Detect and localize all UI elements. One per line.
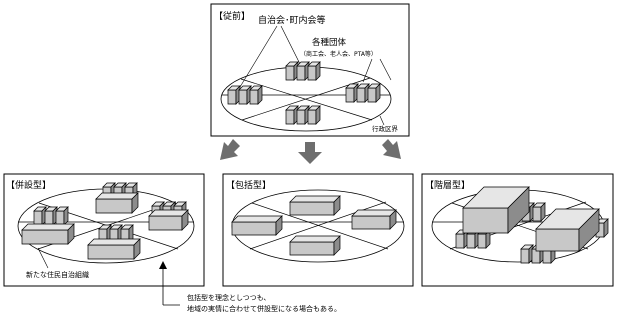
- leader-line: [239, 25, 278, 88]
- upper-org-block: [462, 186, 530, 234]
- panel-heisetsu: 【併設型】 新たな住民自治組織: [3, 173, 205, 287]
- transition-arrows: [220, 139, 401, 164]
- leader-line: [280, 25, 301, 65]
- leader-line: [379, 115, 385, 126]
- org-cluster: [286, 62, 320, 80]
- panel-hokatsu: 【包括型】: [222, 173, 414, 287]
- leader-line: [37, 247, 49, 269]
- leader-line: [362, 58, 373, 83]
- boundary-line: [251, 202, 389, 250]
- label-new-org: 新たな住民自治組織: [26, 270, 89, 279]
- org-slab: [351, 209, 397, 230]
- note-line-1: 包括型を理念としつつも、: [187, 293, 270, 302]
- org-slab: [289, 195, 341, 216]
- label-dantai: 各種団体: [312, 37, 347, 48]
- label-jichikai: 自治会･町内会等: [258, 14, 326, 26]
- org-cluster: [34, 207, 68, 225]
- org-cluster: [346, 84, 380, 102]
- new-org-slab: [148, 209, 189, 231]
- label-gyosei: 行政区界: [372, 124, 399, 133]
- panel-kaiso-title: 【階層型】: [425, 180, 470, 191]
- panel-before: 【従前】 自治会･町内会等 各種団体 （商工会、老人会、PTA等） 行政区界: [210, 3, 410, 137]
- note-connector: [159, 261, 180, 306]
- panel-kaiso: 【階層型】: [421, 173, 614, 287]
- arrow-to-heisetsu-icon: [220, 139, 240, 160]
- arrow-to-kaiso-icon: [382, 139, 401, 159]
- new-org-slab: [21, 223, 75, 245]
- org-cluster: [286, 106, 320, 124]
- org-slab: [231, 215, 283, 236]
- new-org-slab: [87, 238, 141, 260]
- org-cluster: [228, 86, 262, 104]
- panel-heisetsu-title: 【併設型】: [6, 179, 51, 191]
- boundary-line: [240, 78, 373, 121]
- note-line-2: 地域の実情に合わせて併設型になる場合もある。: [187, 304, 341, 313]
- leader-line: [379, 58, 392, 81]
- arrow-up-icon: [159, 261, 167, 269]
- org-slab: [289, 235, 341, 256]
- label-dantai-sub: （商工会、老人会、PTA等）: [300, 50, 377, 58]
- panel-hokatsu-title: 【包括型】: [226, 179, 271, 191]
- panel-before-title: 【従前】: [214, 10, 250, 22]
- arrow-to-hokatsu-icon: [298, 142, 322, 164]
- new-org-slab: [95, 192, 139, 214]
- upper-org-block: [535, 208, 600, 252]
